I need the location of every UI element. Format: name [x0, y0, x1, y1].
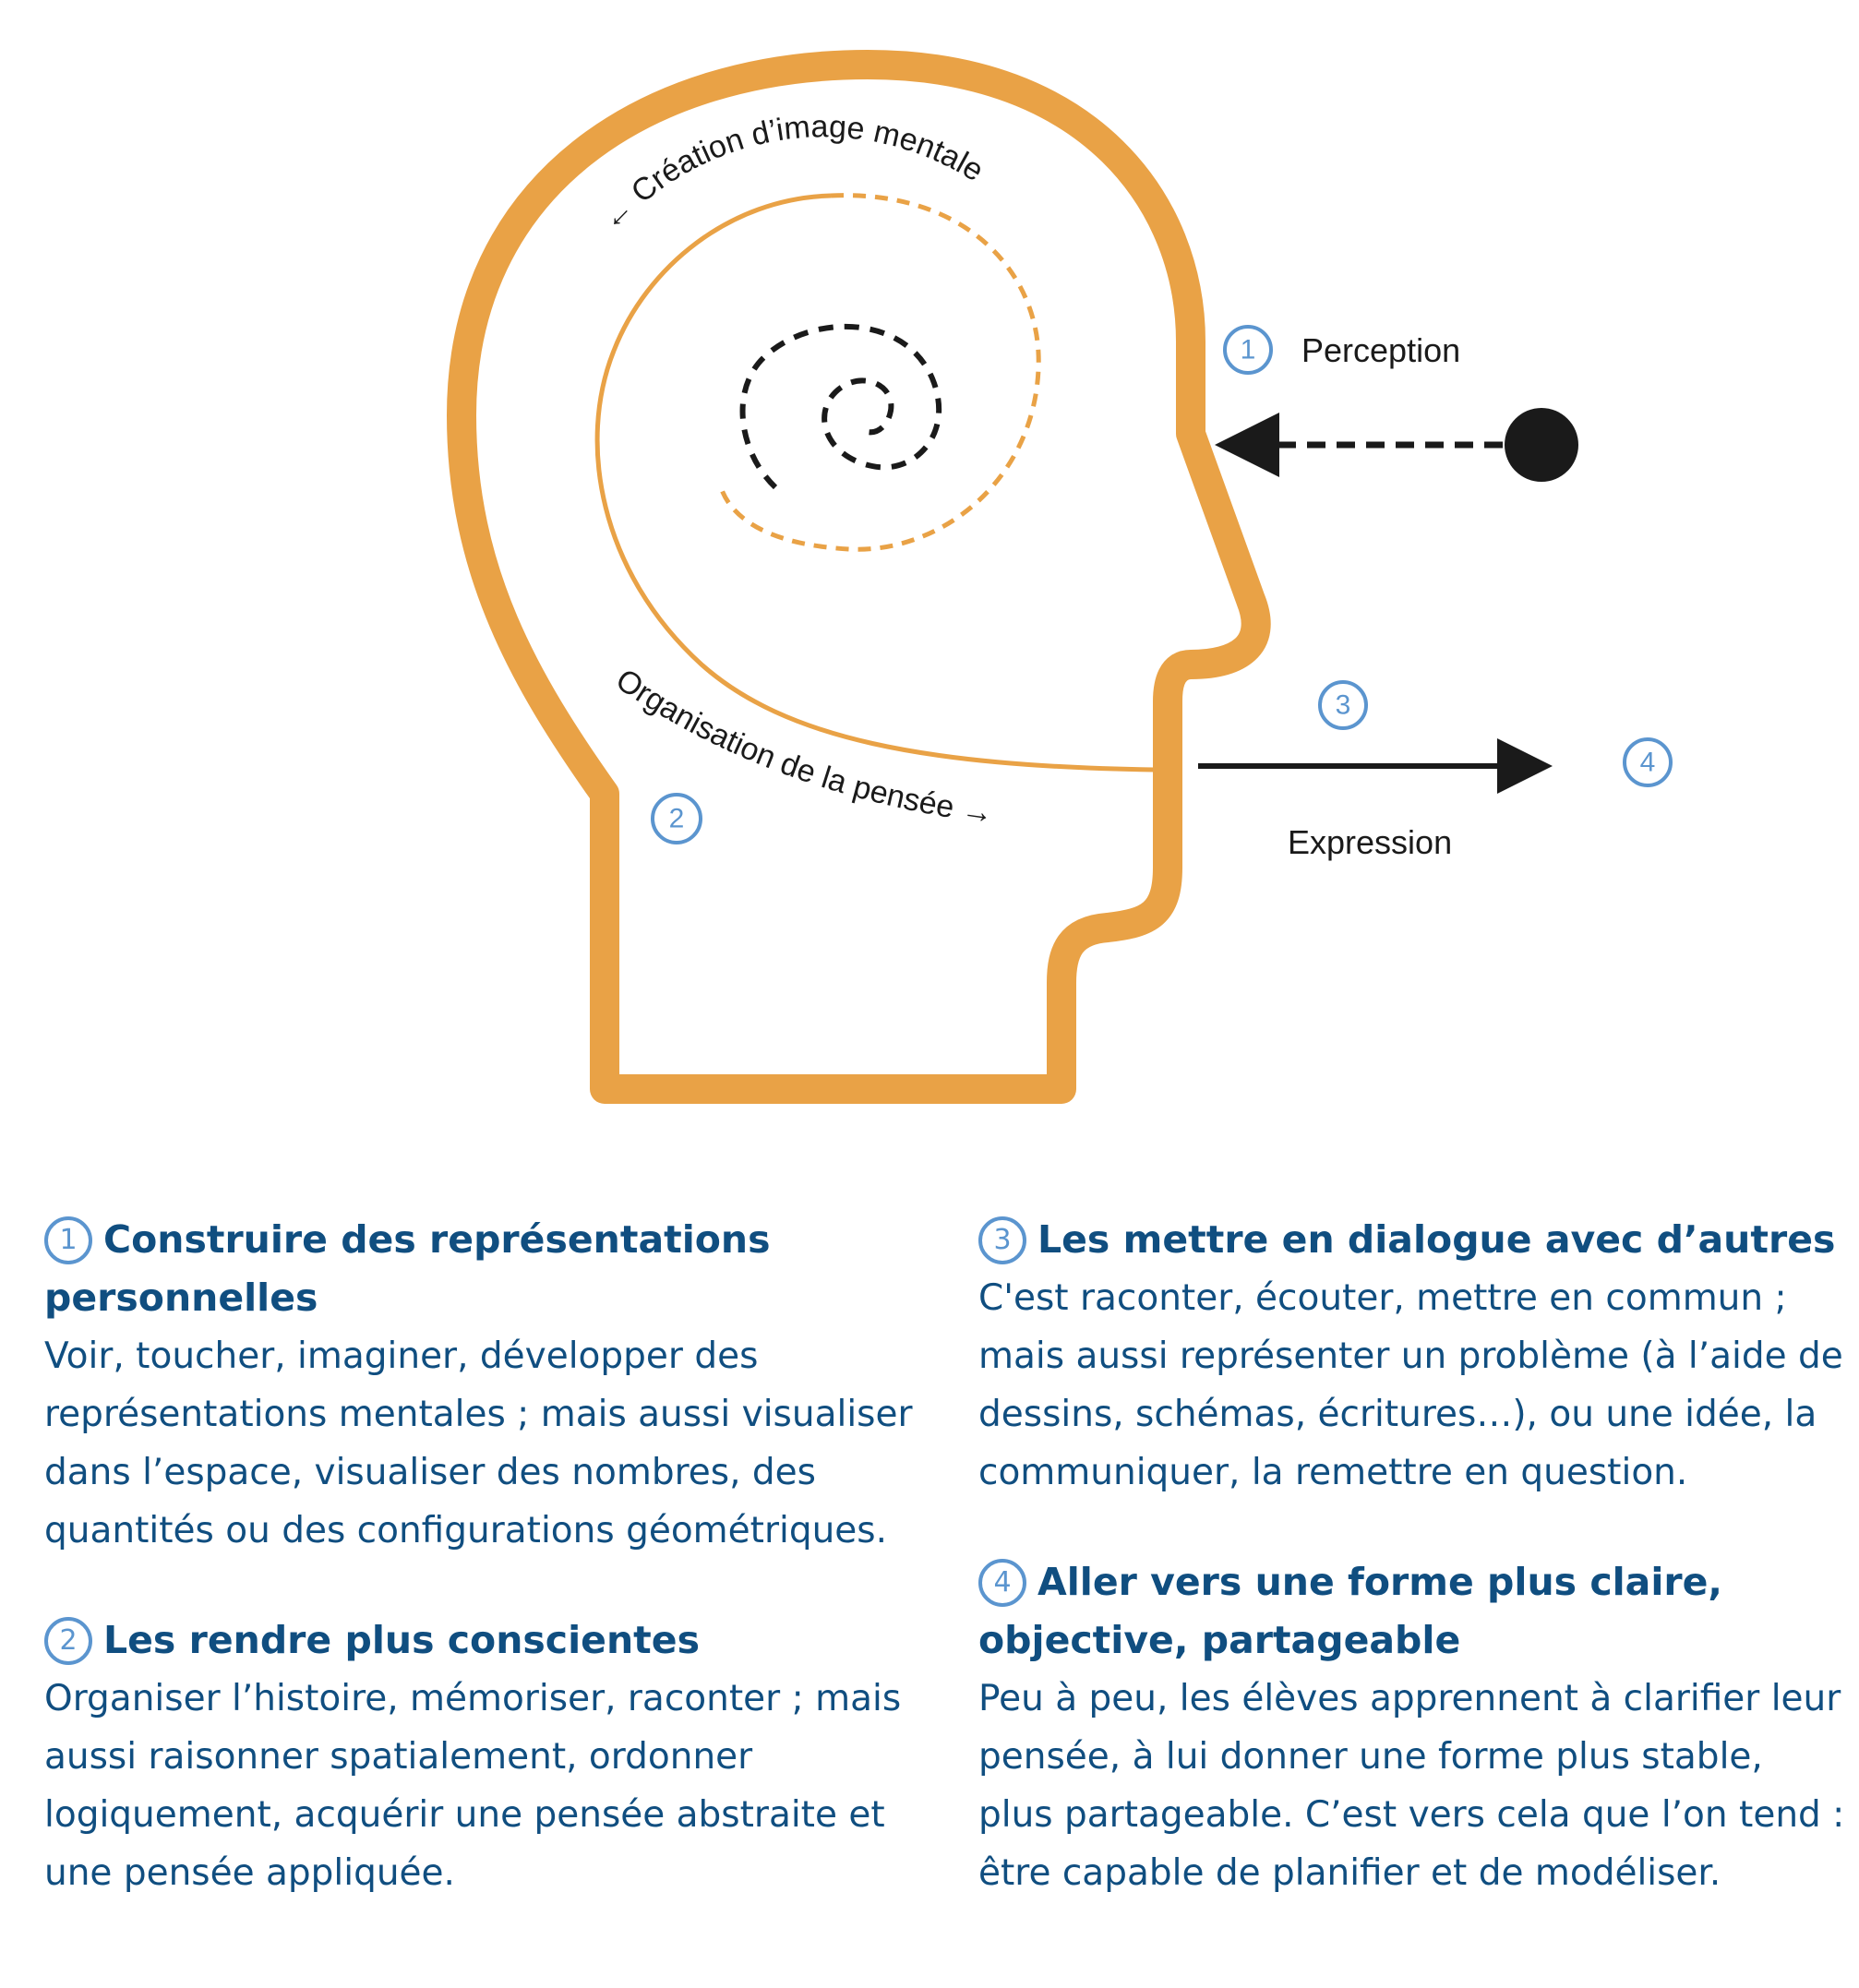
section-number-badge: 3	[978, 1216, 1026, 1264]
svg-text:1: 1	[1241, 335, 1256, 365]
section-body: Voir, toucher, imaginer, développer des …	[44, 1335, 913, 1551]
arc-top-label: ← Création d’image mentale	[594, 109, 989, 237]
badge-expression-top: 3	[1318, 680, 1368, 730]
section-title: Les rendre plus conscientes	[103, 1618, 700, 1662]
thought-spiral-solid	[594, 193, 1155, 772]
badge-expression-target: 4	[1623, 737, 1673, 787]
section-body: Peu à peu, les élèves apprennent à clari…	[978, 1678, 1845, 1894]
thought-spiral-dashed	[717, 193, 1041, 552]
section-title: Construire des représentations personnel…	[44, 1217, 771, 1320]
perception-label: Perception	[1301, 331, 1460, 369]
perception-source-dot	[1505, 408, 1578, 482]
badge-organisation: 2	[651, 793, 702, 844]
head-diagram: ← Création d’image mentale Organisation …	[447, 50, 1673, 1104]
section-number-badge: 4	[978, 1559, 1026, 1607]
section-body: Organiser l’histoire, mémoriser, raconte…	[44, 1678, 902, 1894]
section-title: Aller vers une forme plus claire, object…	[978, 1560, 1723, 1662]
head-outline	[447, 50, 1271, 1104]
section-body: C'est raconter, écouter, mettre en commu…	[978, 1277, 1843, 1493]
svg-text:2: 2	[669, 804, 685, 834]
svg-text:3: 3	[1336, 690, 1351, 721]
section-title: Les mettre en dialogue avec d’autres	[1037, 1217, 1836, 1262]
section-number-badge: 1	[44, 1216, 92, 1264]
expression-label: Expression	[1288, 823, 1452, 861]
section-number-badge: 2	[44, 1617, 92, 1665]
svg-text:4: 4	[1640, 748, 1656, 778]
inner-spiral	[739, 323, 942, 490]
badge-perception: 1	[1223, 325, 1273, 375]
